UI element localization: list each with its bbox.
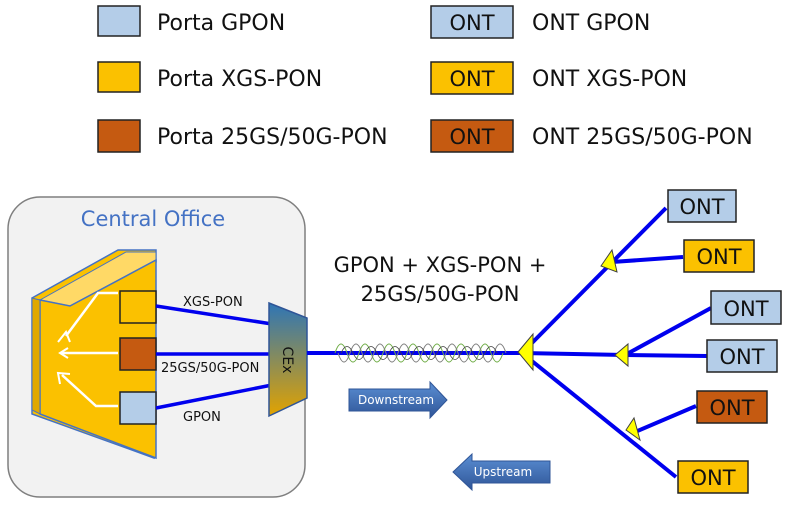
legend-ont-25g-box-text: ONT (449, 125, 494, 149)
network-title-line2: 25GS/50G-PON (361, 282, 520, 306)
downstream-label: Downstream (358, 393, 434, 407)
ont-25g-1 (696, 390, 768, 424)
legend-gpon-label: Porta GPON (157, 11, 285, 36)
legend-ont-xgs-label: ONT XGS-PON (532, 67, 687, 92)
feeder-fiber (307, 343, 520, 363)
port-gpon (119, 391, 157, 425)
legend-25g-label: Porta 25GS/50G-PON (157, 125, 388, 150)
olt-internal-arrows (56, 291, 118, 408)
legend-xgs-label: Porta XGS-PON (157, 67, 322, 92)
splitter-top (600, 248, 618, 273)
upstream-label: Upstream (474, 465, 532, 479)
port-xgs (119, 290, 157, 324)
legend-ont-gpon-box (430, 5, 514, 39)
legend-ont-gpon-box-text: ONT (449, 11, 494, 35)
legend-ont-gpon-label: ONT GPON (532, 11, 650, 36)
splitter-middle (614, 342, 629, 368)
ont-gpon-1-label: ONT (679, 195, 724, 219)
central-office-title: Central Office (81, 207, 225, 231)
network-title-line1: GPON + XGS-PON + (334, 253, 547, 277)
ont-gpon-2 (710, 290, 782, 325)
port-25g (119, 337, 157, 371)
legend-ont-xgs-box (430, 61, 514, 95)
legend-xgs-swatch (97, 61, 141, 93)
legend: Porta GPON Porta XGS-PON Porta 25GS/50G-… (97, 5, 753, 153)
cex-coexistence-element (268, 301, 308, 418)
ont-25g-1-label: ONT (709, 396, 754, 420)
legend-ont-25g-box (430, 119, 514, 153)
cex-label: CEx (279, 347, 295, 374)
legend-gpon-swatch (97, 5, 141, 37)
ont-devices: ONT ONT ONT ONT ONT ONT (667, 189, 782, 494)
legend-ont-xgs-box-text: ONT (449, 67, 494, 91)
ont-gpon-3 (706, 339, 778, 373)
co-fibers (155, 304, 273, 410)
central-office: Central Office XGS-PON 25GS/50G (7, 196, 308, 498)
legend-ont-25g-label: ONT 25GS/50G-PON (532, 125, 753, 150)
downstream-arrow: Downstream (348, 380, 448, 420)
port-25g-label: 25GS/50G-PON (161, 361, 259, 376)
port-gpon-label: GPON (183, 410, 221, 425)
ont-gpon-2-label: ONT (723, 297, 768, 321)
splitter-bottom (625, 416, 641, 442)
wavelength-wave-dark (340, 346, 498, 360)
wavelength-wave-gray (337, 343, 507, 363)
ont-xgs-1 (683, 239, 755, 273)
ont-xgs-2-label: ONT (690, 466, 735, 490)
ont-gpon-1 (667, 189, 737, 223)
splitter-main (517, 332, 534, 372)
upstream-arrow: Upstream (452, 452, 551, 492)
port-xgs-label: XGS-PON (183, 295, 243, 310)
ont-xgs-1-label: ONT (696, 245, 741, 269)
ont-gpon-3-label: ONT (719, 345, 764, 369)
distribution-fibers (520, 206, 712, 479)
wavelength-wave-green (334, 343, 504, 363)
ont-xgs-2 (677, 460, 749, 494)
legend-25g-swatch (97, 119, 141, 153)
